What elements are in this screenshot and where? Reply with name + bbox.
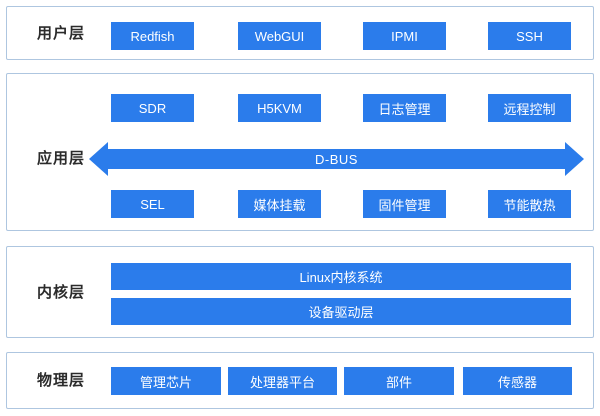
layer-label-app: 应用层 [36,150,85,167]
diagram-node-device-driver: 设备驱动层 [111,298,571,325]
layer-section-app: 应用层 SDR H5KVM 日志管理 远程控制 D-BUS SEL 媒体挂载 固… [6,73,594,231]
diagram-node-remote-control: 远程控制 [488,94,571,122]
diagram-node-ipmi: IPMI [363,22,446,50]
layer-section-kernel: 内核层 Linux内核系统 设备驱动层 [6,246,594,338]
layer-label-physical: 物理层 [36,372,85,389]
dbus-arrow-body: D-BUS [106,149,567,169]
arrow-right-head [565,142,584,176]
diagram-node-sel: SEL [111,190,194,218]
layer-section-user: 用户层 Redfish WebGUI IPMI SSH [6,6,594,60]
layer-label-kernel: 内核层 [36,284,85,301]
dbus-double-arrow: D-BUS [89,142,584,176]
diagram-node-components: 部件 [344,367,454,395]
diagram-node-sdr: SDR [111,94,194,122]
diagram-node-processor-platform: 处理器平台 [228,367,337,395]
diagram-node-log-management: 日志管理 [363,94,446,122]
diagram-node-redfish: Redfish [111,22,194,50]
diagram-node-energy-cooling: 节能散热 [488,190,571,218]
diagram-node-linux-kernel: Linux内核系统 [111,263,571,290]
diagram-node-ssh: SSH [488,22,571,50]
diagram-node-h5kvm: H5KVM [238,94,321,122]
diagram-node-media-mount: 媒体挂载 [238,190,321,218]
arrow-left-head [89,142,108,176]
diagram-node-firmware-management: 固件管理 [363,190,446,218]
diagram-node-management-chip: 管理芯片 [111,367,221,395]
layer-label-user: 用户层 [36,25,85,42]
layer-section-physical: 物理层 管理芯片 处理器平台 部件 传感器 [6,352,594,409]
diagram-node-sensor: 传感器 [463,367,572,395]
diagram-node-webgui: WebGUI [238,22,321,50]
